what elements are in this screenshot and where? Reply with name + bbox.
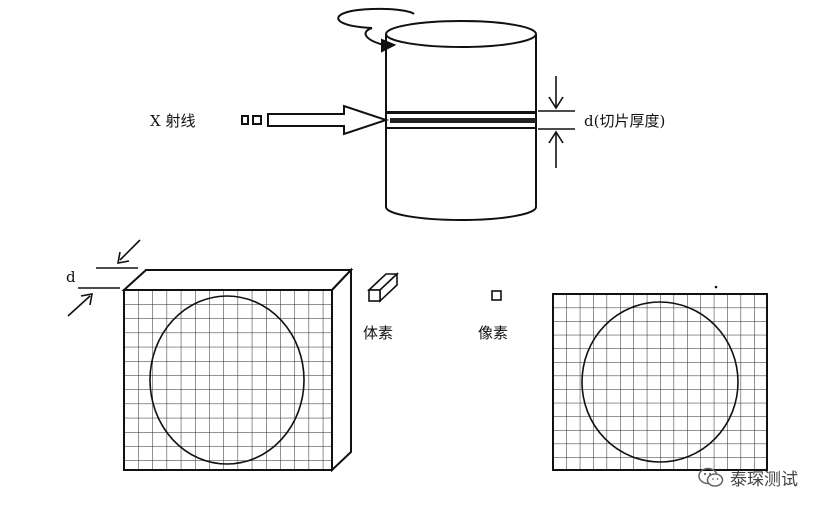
- xray-source: [241, 115, 262, 125]
- xray-label: X 射线: [150, 112, 196, 130]
- watermark-text: 泰琛测试: [730, 470, 798, 490]
- slice-band: [386, 111, 536, 129]
- pixel-label: 像素: [478, 324, 509, 342]
- slice-thickness-label: d(切片厚度): [584, 112, 666, 130]
- rotation-arrow: [337, 7, 415, 53]
- voxel-label: 体素: [363, 324, 394, 342]
- pixel-icon: [491, 290, 502, 301]
- voxel-block: [121, 267, 354, 473]
- voxel-icon: [366, 272, 400, 303]
- pixel-grid: [552, 285, 768, 471]
- block-d-label: d: [66, 268, 76, 286]
- thickness-marker: [538, 76, 575, 168]
- block-thickness-marker: [67, 239, 141, 317]
- watermark: 泰琛测试: [698, 465, 798, 490]
- wechat-icon: [698, 467, 724, 487]
- xray-arrow: [267, 104, 390, 136]
